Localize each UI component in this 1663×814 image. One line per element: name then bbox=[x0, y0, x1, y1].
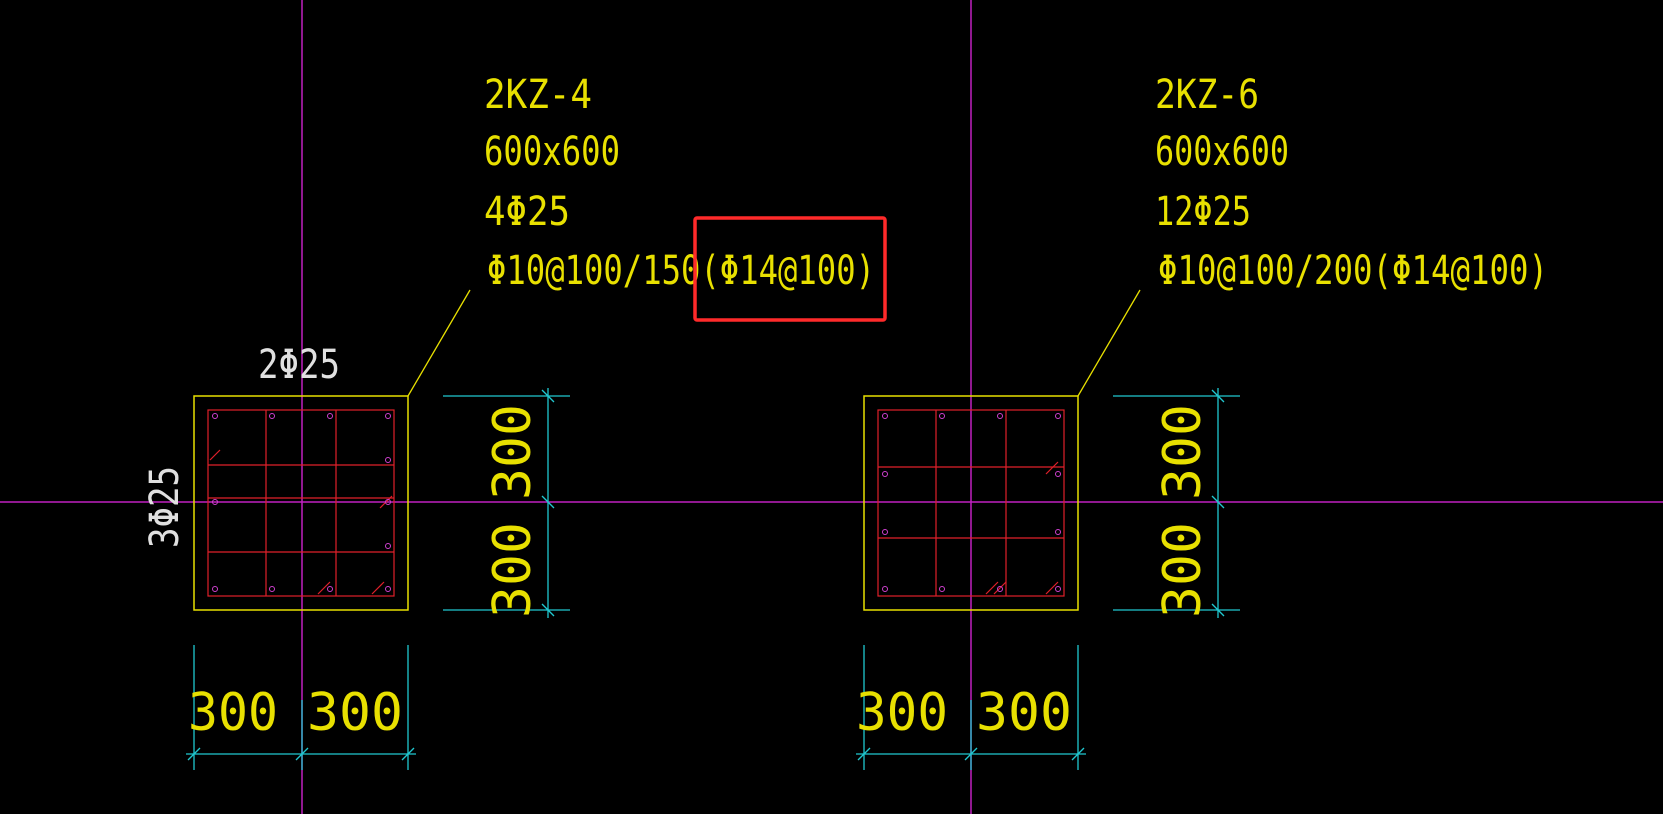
dimension-lines-right bbox=[856, 388, 1240, 770]
column-right-label-mark: 2KZ-6 bbox=[1155, 72, 1259, 118]
column-left-label-mark: 2KZ-4 bbox=[484, 72, 592, 118]
highlight-box[interactable] bbox=[693, 216, 887, 322]
column-left-side-bars-label: 3Φ25 bbox=[142, 466, 188, 548]
rebar-stirrups-right bbox=[877, 409, 1065, 597]
column-right[interactable]: 2KZ-6 600x600 12Φ25 Φ10@100/200(Φ14@100)… bbox=[856, 72, 1548, 770]
dim-left-bottom-1: 300 bbox=[188, 683, 278, 743]
rebar-stirrups-left bbox=[207, 409, 395, 597]
dim-right-right-2: 300 bbox=[1153, 522, 1213, 618]
rebar-dots-left bbox=[212, 413, 391, 592]
leader-line-right bbox=[1077, 289, 1141, 397]
column-left-top-bars-label: 2Φ25 bbox=[258, 342, 340, 388]
dim-left-right-1: 300 bbox=[483, 404, 543, 500]
rebar-dots-right bbox=[882, 413, 1061, 592]
column-left[interactable]: 2KZ-4 600x600 4Φ25 Φ10@100/150(Φ14@100) … bbox=[142, 72, 875, 770]
dim-right-bottom-1: 300 bbox=[856, 683, 948, 743]
column-outline-left[interactable] bbox=[193, 395, 409, 611]
column-left-label-corner-bars: 4Φ25 bbox=[484, 189, 570, 235]
column-outline-right[interactable] bbox=[863, 395, 1079, 611]
column-right-label-size: 600x600 bbox=[1155, 129, 1289, 175]
column-right-label-stirrups: Φ10@100/200(Φ14@100) bbox=[1158, 248, 1548, 294]
dim-right-right-1: 300 bbox=[1153, 404, 1213, 500]
column-left-label-size: 600x600 bbox=[484, 129, 620, 175]
column-right-label-corner-bars: 12Φ25 bbox=[1155, 189, 1251, 235]
dimension-lines-left bbox=[186, 388, 570, 770]
dim-right-bottom-2: 300 bbox=[976, 683, 1072, 743]
column-left-label-stirrups: Φ10@100/150(Φ14@100) bbox=[487, 248, 875, 294]
leader-line-left bbox=[407, 289, 471, 397]
dim-left-bottom-2: 300 bbox=[307, 683, 403, 743]
dim-left-right-2: 300 bbox=[483, 522, 543, 618]
